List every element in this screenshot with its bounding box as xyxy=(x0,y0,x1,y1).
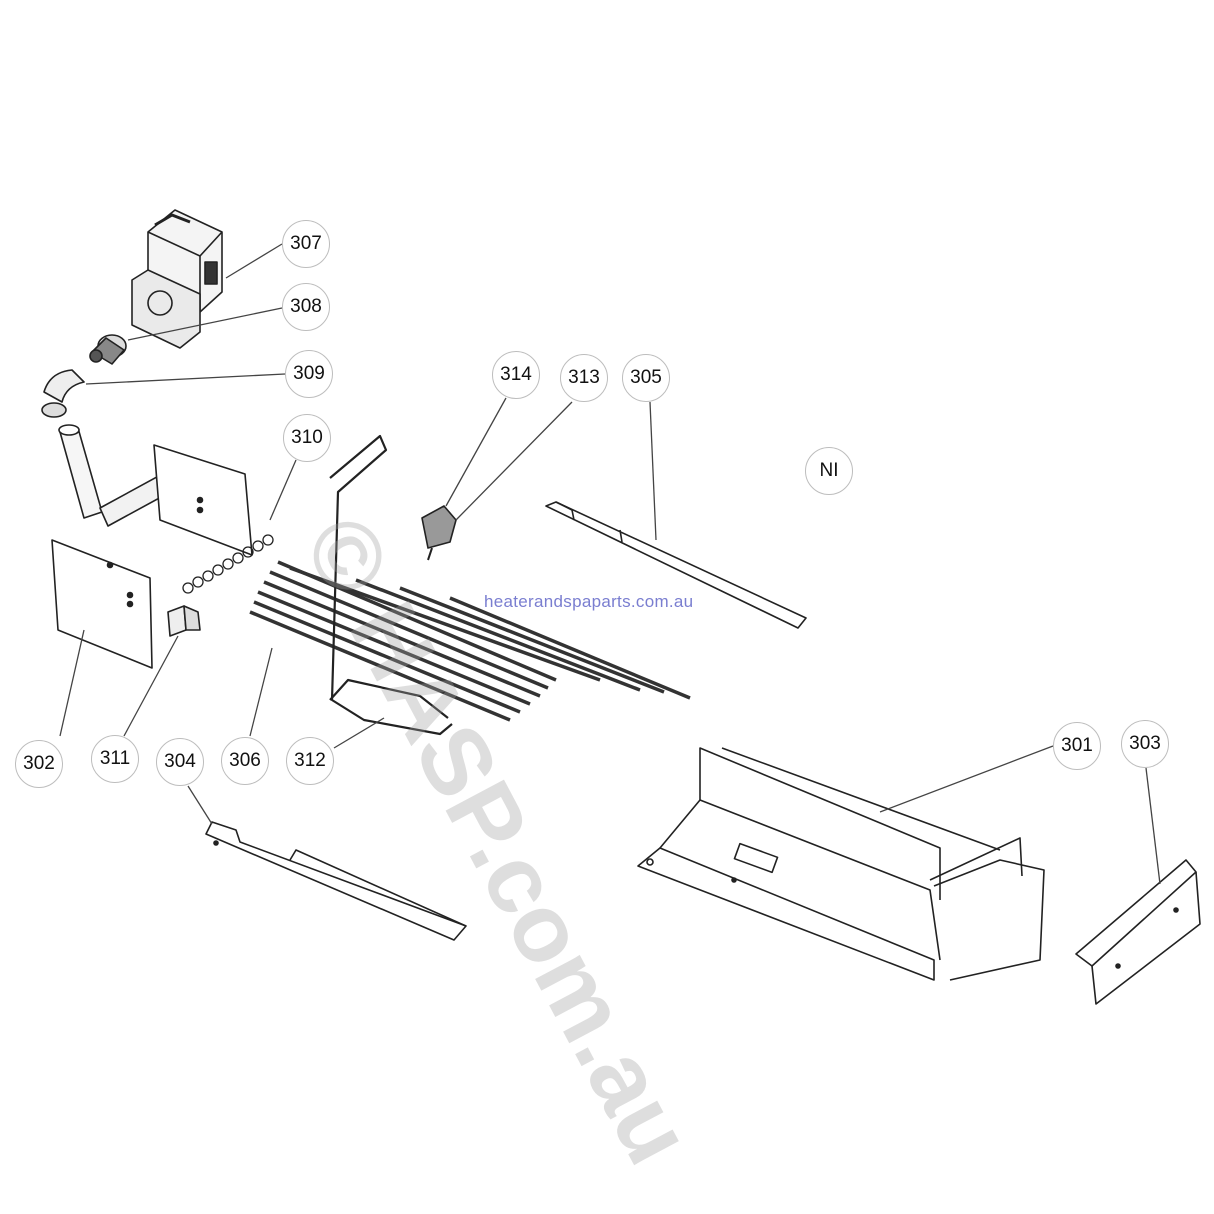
callout-305[interactable]: 305 xyxy=(622,354,670,402)
callout-306[interactable]: 306 xyxy=(221,737,269,785)
bracket-311 xyxy=(167,605,201,637)
callout-311[interactable]: 311 xyxy=(91,735,139,783)
orifices-310 xyxy=(182,534,274,594)
elbow-309 xyxy=(41,369,85,418)
valve-fitting-308 xyxy=(89,334,127,365)
gas-valve-307 xyxy=(131,209,223,349)
end-bracket-303 xyxy=(1075,859,1201,1005)
callout-308[interactable]: 308 xyxy=(282,283,330,331)
burner-rail-305 xyxy=(545,501,807,629)
callout-312[interactable]: 312 xyxy=(286,737,334,785)
callout-307[interactable]: 307 xyxy=(282,220,330,268)
callout-301[interactable]: 301 xyxy=(1053,722,1101,770)
manifold-302 xyxy=(51,424,253,669)
callout-ni[interactable]: NI xyxy=(805,447,853,495)
burner-base-pan-301 xyxy=(637,747,1045,981)
watermark-url: heaterandspaparts.com.au xyxy=(484,592,694,611)
callout-313[interactable]: 313 xyxy=(560,354,608,402)
callout-302[interactable]: 302 xyxy=(15,740,63,788)
callout-314[interactable]: 314 xyxy=(492,351,540,399)
pilot-tube-312 xyxy=(329,434,453,736)
burner-rail-304 xyxy=(205,821,467,941)
callout-309[interactable]: 309 xyxy=(285,350,333,398)
callout-310[interactable]: 310 xyxy=(283,414,331,462)
callout-304[interactable]: 304 xyxy=(156,738,204,786)
pilot-assembly-313 xyxy=(421,505,457,561)
callout-303[interactable]: 303 xyxy=(1121,720,1169,768)
burner-tray-306 xyxy=(249,560,691,722)
